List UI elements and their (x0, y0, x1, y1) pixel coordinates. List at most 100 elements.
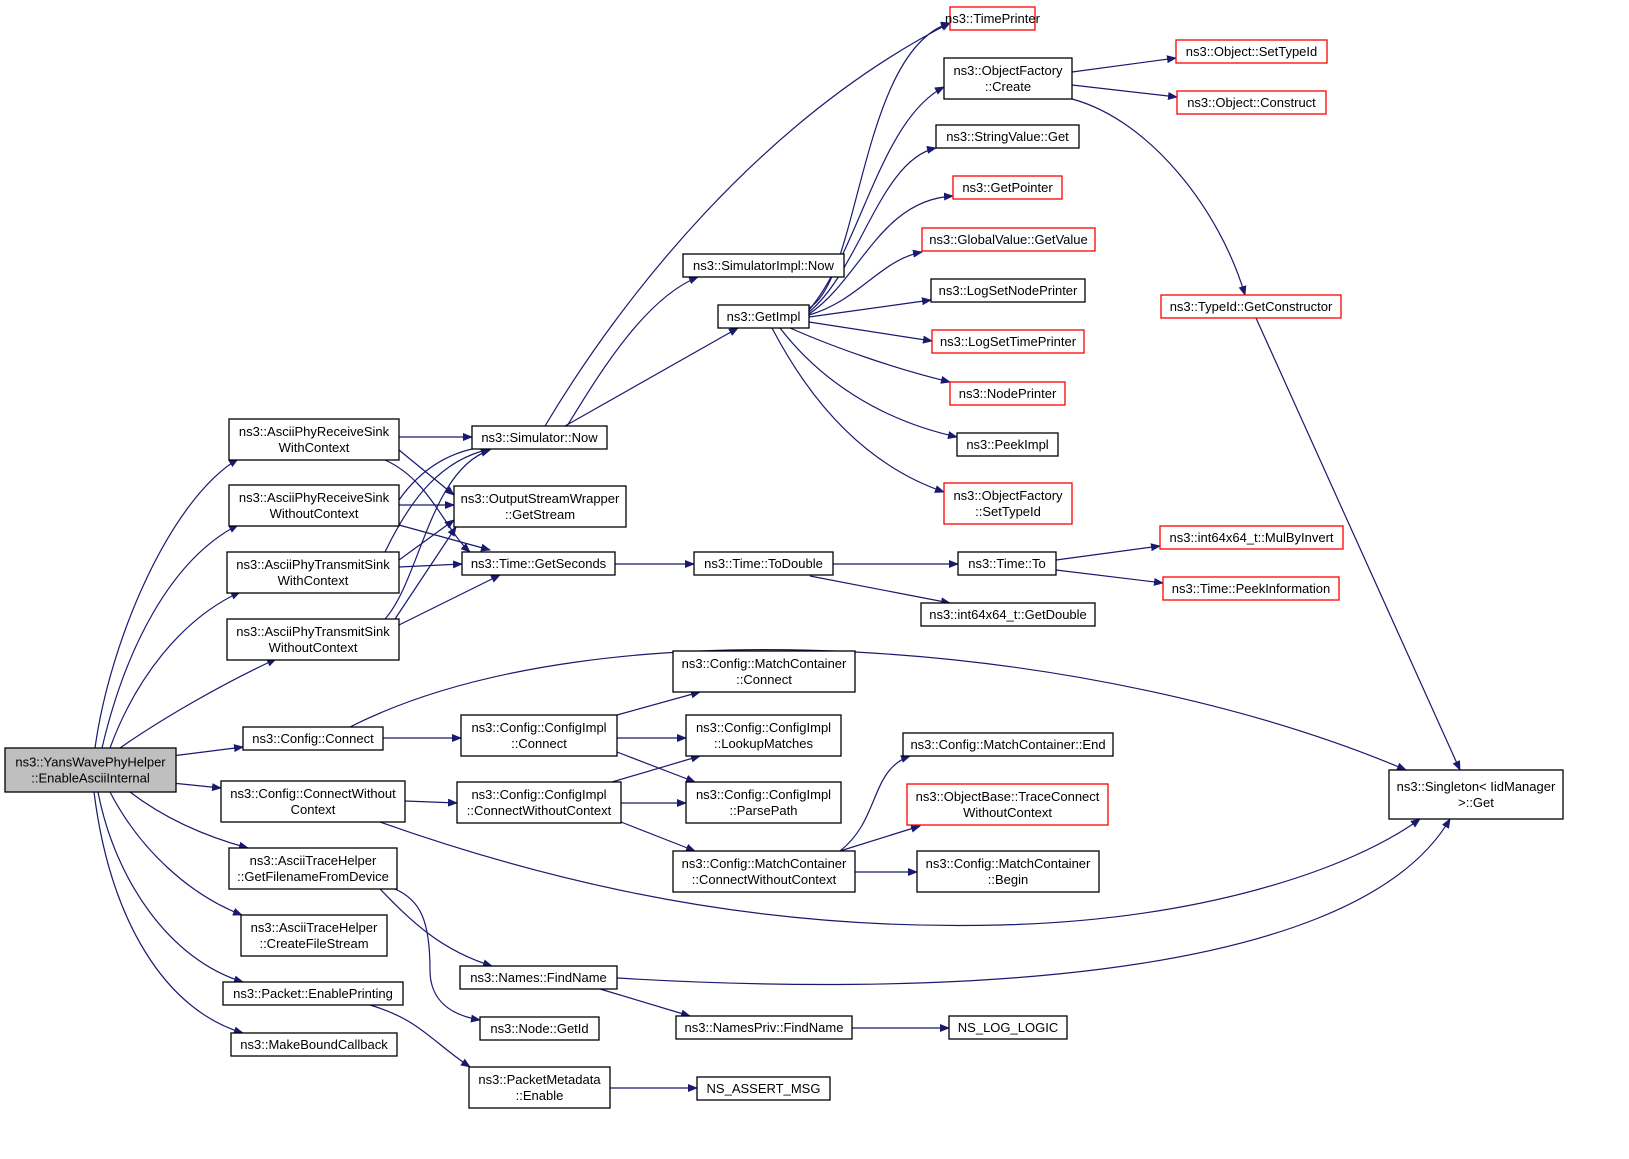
node-box (226, 551, 400, 594)
node-createFile[interactable]: ns3::AsciiTraceHelper::CreateFileStream (240, 914, 388, 957)
node-getDouble[interactable]: ns3::int64x64_t::GetDouble (920, 602, 1096, 627)
node-cfgImplConnect[interactable]: ns3::Config::ConfigImpl::Connect (460, 714, 618, 757)
node-label-line: ns3::Packet::EnablePrinting (233, 986, 393, 1001)
node-getImpl[interactable]: ns3::GetImpl (717, 304, 810, 329)
node-parsePath[interactable]: ns3::Config::ConfigImpl::ParsePath (685, 781, 842, 824)
node-box (682, 253, 845, 278)
node-peekInfo[interactable]: ns3::Time::PeekInformation (1162, 576, 1340, 601)
node-objSetTypeId[interactable]: ns3::Object::SetTypeId (1175, 39, 1328, 64)
edge-txWith-to-simNow (384, 447, 491, 553)
node-singletonGet[interactable]: ns3::Singleton< IidManager>::Get (1388, 769, 1564, 820)
node-getConstructor[interactable]: ns3::TypeId::GetConstructor (1160, 294, 1342, 319)
node-label-line: ::Connect (736, 672, 792, 687)
edge-cfgConnectWO-to-singletonGet (379, 818, 1421, 927)
node-label-line: ns3::AsciiPhyTransmitSink (236, 624, 390, 639)
node-simNow[interactable]: ns3::Simulator::Now (471, 425, 608, 450)
edge-getImpl-to-timePrinter (808, 21, 951, 309)
node-label-line: ::ConnectWithoutContext (692, 872, 837, 887)
edge-cfgConnectWO-to-cfgImplConnectWO (404, 798, 458, 807)
node-simImplNow[interactable]: ns3::SimulatorImpl::Now (682, 253, 845, 278)
edge-getImpl-to-gvGetValue (808, 249, 923, 316)
node-mcEnd[interactable]: ns3::Config::MatchContainer::End (902, 732, 1114, 757)
edge-getImpl-to-strGet (808, 145, 937, 313)
node-label-line: ::Connect (511, 736, 567, 751)
edge-root-to-getFilename (129, 791, 249, 850)
node-strGet[interactable]: ns3::StringValue::Get (935, 124, 1080, 149)
node-label-line: ns3::int64x64_t::GetDouble (929, 607, 1087, 622)
node-box (949, 6, 1036, 31)
node-enablePrinting[interactable]: ns3::Packet::EnablePrinting (222, 981, 404, 1006)
node-logSetTime[interactable]: ns3::LogSetTimePrinter (931, 329, 1085, 354)
node-label-line: ns3::NamesPriv::FindName (685, 1020, 844, 1035)
node-nodePrinter[interactable]: ns3::NodePrinter (949, 381, 1066, 406)
node-nodeGetId[interactable]: ns3::Node::GetId (479, 1016, 600, 1041)
edge-rxWith-to-getStream (398, 449, 455, 496)
node-objConstruct[interactable]: ns3::Object::Construct (1176, 90, 1327, 115)
edge-enablePrinting-to-pmEnable (369, 1004, 471, 1068)
node-logSetNode[interactable]: ns3::LogSetNodePrinter (930, 278, 1086, 303)
node-timePrinter[interactable]: ns3::TimePrinter (945, 6, 1041, 31)
node-mcConnect[interactable]: ns3::Config::MatchContainer::Connect (672, 650, 856, 693)
edge-ofCreate-to-getConstructor (1071, 98, 1247, 296)
edge-root-to-rxWithout (101, 524, 239, 749)
node-mcConnectWO[interactable]: ns3::Config::MatchContainer::ConnectWith… (672, 850, 856, 893)
node-cfgConnectWO[interactable]: ns3::Config::ConnectWithoutContext (220, 780, 406, 823)
node-pmEnable[interactable]: ns3::PacketMetadata::Enable (468, 1066, 611, 1109)
node-box (906, 783, 1109, 826)
node-getPointer[interactable]: ns3::GetPointer (952, 175, 1063, 200)
node-makeBound[interactable]: ns3::MakeBoundCallback (230, 1032, 398, 1057)
edge-root-to-txWith (109, 591, 241, 749)
node-box (456, 781, 622, 824)
node-label-line: WithoutContext (963, 805, 1052, 820)
node-mulByInvert[interactable]: ns3::int64x64_t::MulByInvert (1159, 525, 1344, 550)
node-ofSetTypeId[interactable]: ns3::ObjectFactory::SetTypeId (943, 482, 1073, 525)
node-traceConnectWO[interactable]: ns3::ObjectBase::TraceConnectWithoutCont… (906, 783, 1109, 826)
edge-cfgConnect-to-singletonGet (349, 649, 1407, 771)
node-cfgConnect[interactable]: ns3::Config::Connect (242, 726, 384, 751)
node-cfgImplConnectWO[interactable]: ns3::Config::ConfigImpl::ConnectWithoutC… (456, 781, 622, 824)
node-toDouble[interactable]: ns3::Time::ToDouble (693, 551, 834, 576)
node-label-line: ns3::GetImpl (727, 309, 801, 324)
node-namesFind[interactable]: ns3::Names::FindName (459, 965, 618, 990)
node-box (228, 847, 398, 890)
edge-txWithout-to-simNow (384, 449, 491, 620)
node-label-line: >::Get (1458, 795, 1494, 810)
node-timeTo[interactable]: ns3::Time::To (957, 551, 1057, 576)
node-ofCreate[interactable]: ns3::ObjectFactory::Create (943, 57, 1073, 100)
node-box (1160, 294, 1342, 319)
node-gvGetValue[interactable]: ns3::GlobalValue::GetValue (921, 227, 1096, 252)
node-label-line: ns3::MakeBoundCallback (240, 1037, 388, 1052)
node-box (471, 425, 608, 450)
node-logLogic[interactable]: NS_LOG_LOGIC (948, 1015, 1068, 1040)
node-peekImpl[interactable]: ns3::PeekImpl (956, 432, 1059, 457)
edge-rxWithout-to-getSeconds (398, 524, 491, 552)
edge-root-to-cfgConnectWO (171, 782, 222, 792)
node-root[interactable]: ns3::YansWavePhyHelper::EnableAsciiInter… (4, 747, 177, 793)
node-label-line: ::Enable (516, 1088, 564, 1103)
node-box (1159, 525, 1344, 550)
node-box (921, 227, 1096, 252)
node-box (222, 981, 404, 1006)
node-namesPrivFind[interactable]: ns3::NamesPriv::FindName (675, 1015, 853, 1040)
node-box (949, 381, 1066, 406)
node-getStream[interactable]: ns3::OutputStreamWrapper::GetStream (453, 485, 627, 528)
edge-txWith-to-getStream (398, 519, 455, 561)
node-assertMsg[interactable]: NS_ASSERT_MSG (696, 1076, 831, 1101)
node-mcBegin[interactable]: ns3::Config::MatchContainer::Begin (916, 850, 1100, 893)
node-lookupMatches[interactable]: ns3::Config::ConfigImpl::LookupMatches (685, 714, 842, 757)
node-getSeconds[interactable]: ns3::Time::GetSeconds (461, 551, 616, 576)
edge-timeTo-to-mulByInvert (1055, 543, 1161, 561)
node-box (459, 965, 618, 990)
edge-cfgImplConnect-to-mcConnect (616, 690, 701, 716)
node-label-line: ns3::Time::PeekInformation (1172, 581, 1330, 596)
edge-mcConnectWO-to-mcEnd (839, 755, 911, 852)
node-box (468, 1066, 611, 1109)
node-box (952, 175, 1063, 200)
node-label-line: ns3::int64x64_t::MulByInvert (1169, 530, 1333, 545)
node-label-line: ns3::Node::GetId (490, 1021, 588, 1036)
node-getFilename[interactable]: ns3::AsciiTraceHelper::GetFilenameFromDe… (228, 847, 398, 890)
